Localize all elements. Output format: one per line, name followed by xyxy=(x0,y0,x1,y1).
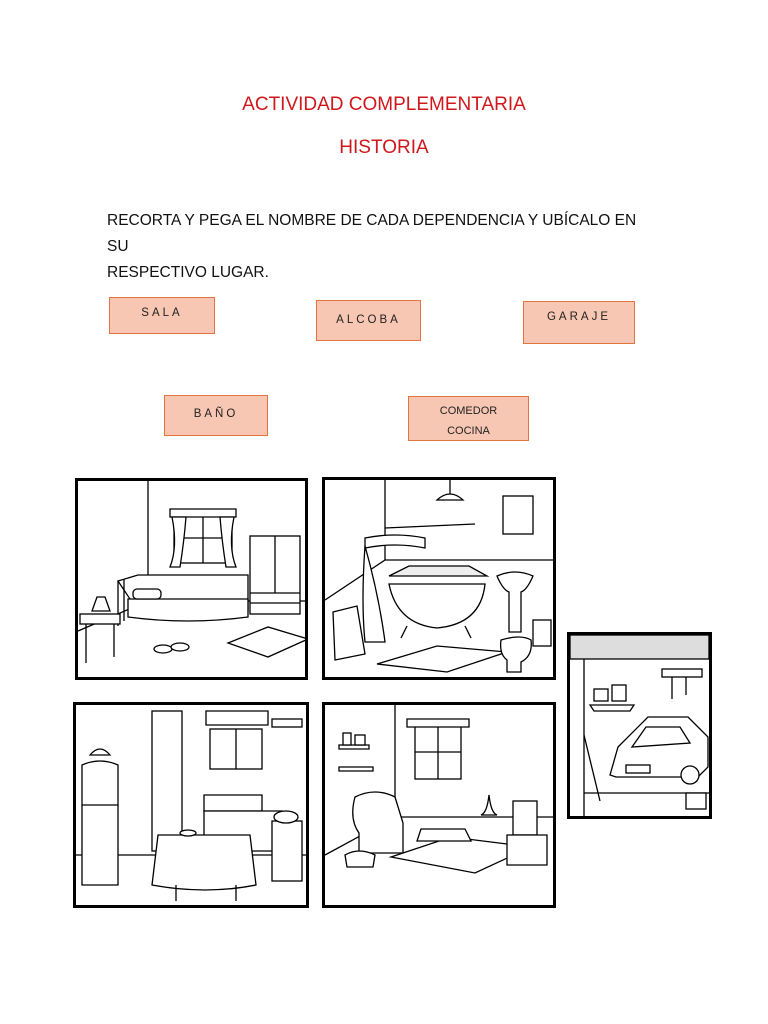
living-room-drawing xyxy=(325,705,553,874)
subject-title: HISTORIA xyxy=(339,137,429,158)
bathroom-picture xyxy=(322,477,556,680)
garage-picture xyxy=(567,632,712,819)
label-alcoba-text: ALCOBA xyxy=(336,314,401,326)
instructions: RECORTA Y PEGA EL NOMBRE DE CADA DEPENDE… xyxy=(107,208,647,286)
living-room-picture xyxy=(322,702,556,908)
label-sala[interactable]: SALA xyxy=(109,297,215,334)
instructions-line-2: RESPECTIVO LUGAR. xyxy=(107,264,269,281)
activity-title: ACTIVIDAD COMPLEMENTARIA xyxy=(242,94,526,115)
label-comedor-cocina[interactable]: COMEDOR COCINA xyxy=(408,396,529,441)
label-bano-text: BAÑO xyxy=(193,408,239,420)
garage-drawing xyxy=(570,635,709,816)
label-garaje[interactable]: GARAJE xyxy=(523,301,635,344)
label-comedor-text: COMEDOR xyxy=(439,405,498,417)
label-cocina-text: COCINA xyxy=(447,425,490,437)
instructions-line-1: RECORTA Y PEGA EL NOMBRE DE CADA DEPENDE… xyxy=(107,212,637,255)
label-bano[interactable]: BAÑO xyxy=(164,395,268,436)
bedroom-drawing xyxy=(78,481,305,663)
kitchen-dining-drawing xyxy=(76,710,306,901)
label-garaje-text: GARAJE xyxy=(546,311,611,323)
kitchen-picture xyxy=(73,702,309,908)
bedroom-picture xyxy=(75,478,308,680)
label-sala-text: SALA xyxy=(141,307,183,319)
label-alcoba[interactable]: ALCOBA xyxy=(316,300,421,341)
bathroom-drawing xyxy=(325,480,553,673)
